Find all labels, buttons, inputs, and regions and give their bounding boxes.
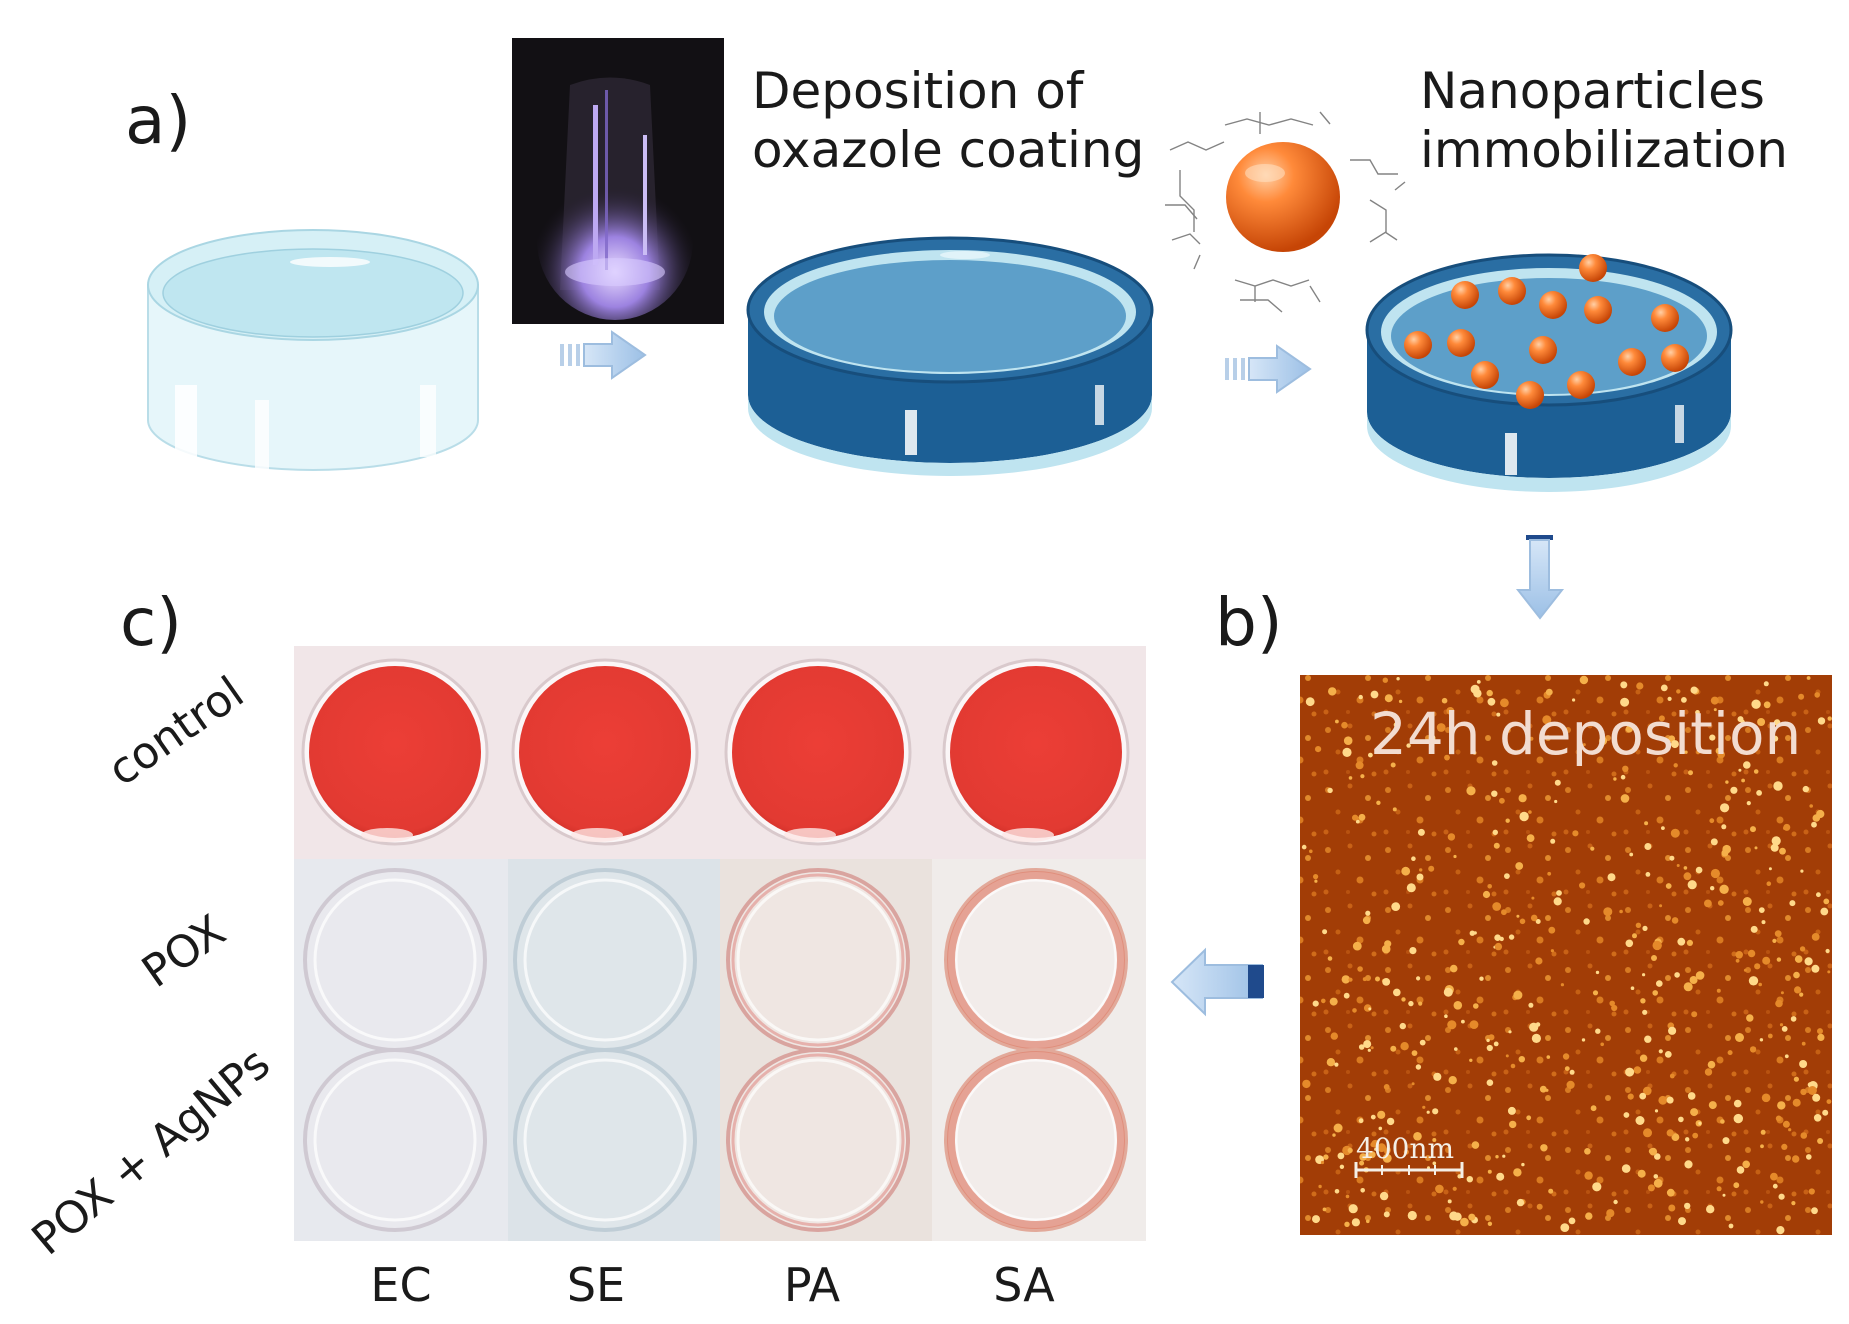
caption-line: Deposition of — [752, 62, 1084, 120]
well-control — [942, 658, 1130, 846]
well-pox-agnps — [944, 1048, 1128, 1232]
nanoparticle-icon — [1447, 329, 1475, 357]
well-control — [301, 658, 489, 846]
nanoparticle-icon — [1651, 304, 1679, 332]
well-plate-photo — [294, 646, 1146, 1241]
nanoparticle-icon — [1165, 111, 1406, 313]
col-label-sa: SA — [993, 1258, 1055, 1312]
scale-bar — [1354, 1162, 1464, 1178]
col-label-ec: EC — [370, 1258, 432, 1312]
panel-b-label: b) — [1215, 584, 1283, 661]
nanoparticle-icon — [1539, 291, 1567, 319]
afm-title: 24h deposition — [1370, 700, 1802, 768]
step-caption-immobilization: Nanoparticles immobilization — [1420, 62, 1788, 180]
arrow-left-icon — [1170, 947, 1264, 1017]
scale-bar-label: 400nm — [1356, 1132, 1455, 1165]
well-control — [724, 658, 912, 846]
caption-line: Nanoparticles — [1420, 62, 1765, 120]
nanoparticle-icon — [1567, 371, 1595, 399]
well-pox-agnps — [513, 1048, 697, 1232]
arrow-right-icon — [560, 330, 647, 380]
col-label-pa: PA — [783, 1258, 841, 1312]
panel-a-label: a) — [125, 82, 192, 159]
nanoparticle-icon — [1618, 348, 1646, 376]
afm-image — [1300, 675, 1832, 1235]
well-pox — [726, 868, 910, 1052]
petri-dish-icon — [1365, 253, 1733, 492]
nanoparticle-icon — [1661, 344, 1689, 372]
well-pox-agnps — [726, 1048, 910, 1232]
caption-line: oxazole coating — [752, 121, 1145, 179]
col-label-se: SE — [566, 1258, 626, 1312]
nanoparticle-icon — [1471, 361, 1499, 389]
arrow-right-icon — [1225, 344, 1312, 394]
well-pox — [944, 868, 1128, 1052]
caption-line: immobilization — [1420, 121, 1788, 179]
nanoparticle-icon — [1529, 336, 1557, 364]
well-pox — [513, 868, 697, 1052]
plasma-reactor-icon — [512, 38, 724, 324]
well-control — [511, 658, 699, 846]
well-pox-agnps — [303, 1048, 487, 1232]
nanoparticle-icon — [1584, 296, 1612, 324]
well-pox — [303, 868, 487, 1052]
nanoparticle-icon — [1451, 281, 1479, 309]
petri-dish-icon — [147, 229, 479, 471]
nanoparticle-icon — [1516, 381, 1544, 409]
nanoparticle-icon — [1579, 254, 1607, 282]
nanoparticle-icon — [1498, 277, 1526, 305]
panel-c-label: c) — [120, 584, 183, 661]
step-caption-deposition: Deposition of oxazole coating — [752, 62, 1144, 180]
nanoparticle-icon — [1404, 331, 1432, 359]
petri-dish-icon — [746, 236, 1154, 476]
arrow-down-icon — [1515, 535, 1565, 620]
